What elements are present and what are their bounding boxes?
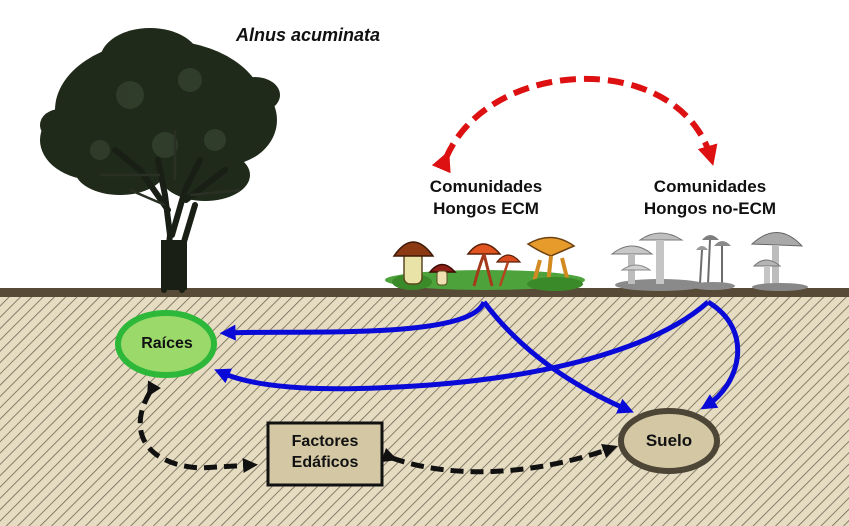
species-label: Alnus acuminata — [236, 25, 381, 45]
nonecm-to-roots-arrow — [214, 300, 710, 392]
edaphic-soil-arrow — [381, 443, 618, 475]
nonecm-to-soil-arrow — [700, 299, 741, 410]
ecm-label-line-1: Comunidades — [429, 177, 543, 196]
soil-label: Suelo — [645, 431, 693, 450]
roots-node — [115, 310, 217, 378]
edaphic-label-line-2: Edáficos — [291, 454, 359, 471]
non-ecm-mushrooms-image — [610, 232, 808, 291]
soil-node — [618, 408, 720, 474]
ecm-to-soil-arrow — [482, 300, 634, 414]
ecm-community-label: Comunidades Hongos ECM — [400, 176, 572, 220]
ecm-to-roots-arrow — [219, 300, 487, 341]
ground-line — [0, 288, 849, 297]
non-ecm-label-line-2: Hongos no-ECM — [643, 199, 777, 218]
roots-edaphic-arrow — [137, 380, 258, 474]
non-ecm-label-line-1: Comunidades — [653, 177, 767, 196]
ecm-label-line-2: Hongos ECM — [433, 199, 539, 218]
ecm-mushrooms-image — [385, 236, 585, 291]
edaphic-factors-label: Factores Edáficos — [268, 431, 382, 473]
non-ecm-community-label: Comunidades Hongos no-ECM — [622, 176, 798, 220]
ecm-nonecm-feedback-arrow — [431, 75, 718, 174]
alnus-tree-image — [40, 28, 280, 293]
roots-label: Raíces — [141, 335, 193, 352]
edaphic-label-line-1: Factores — [291, 433, 359, 450]
edaphic-factors-node — [266, 421, 384, 487]
